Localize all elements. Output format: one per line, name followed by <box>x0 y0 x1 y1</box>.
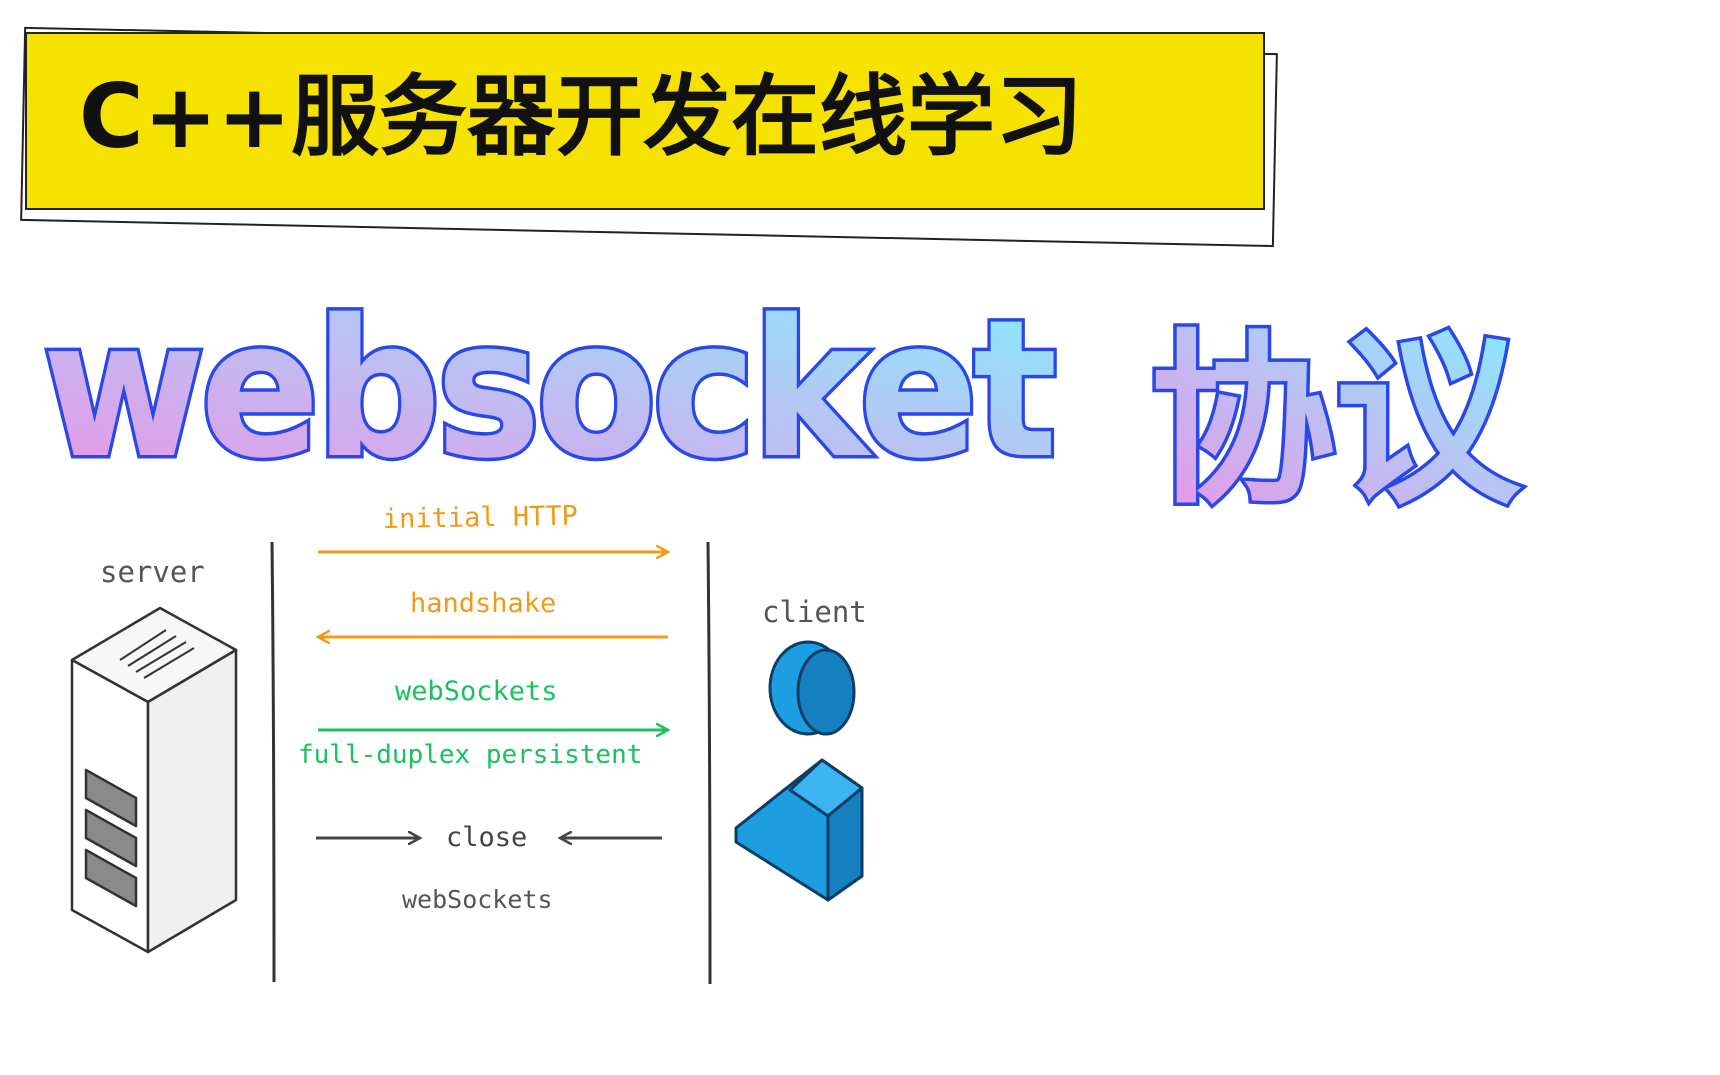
banner-title: C++服务器开发在线学习 <box>79 65 1084 168</box>
headline: websocket 协议 <box>39 276 1526 533</box>
message-label: close <box>446 822 527 853</box>
user-person-icon <box>734 640 864 902</box>
message-label: handshake <box>410 588 556 619</box>
message-label: webSockets <box>395 676 558 707</box>
server-label: server <box>100 555 205 589</box>
server-lifeline <box>270 541 276 983</box>
client-lifeline <box>706 541 712 985</box>
client-label: client <box>762 595 867 629</box>
diagram-footer-label: webSockets <box>402 885 553 914</box>
websocket-diagram: server client <box>70 501 867 985</box>
message-label: initial HTTP <box>383 501 579 535</box>
server-rack-icon <box>70 606 238 954</box>
message-label: full-duplex persistent <box>298 740 642 770</box>
title-banner: C++服务器开发在线学习 <box>25 32 1265 210</box>
headline-latin: websocket <box>42 279 1054 500</box>
headline-cjk: 协议 <box>1150 313 1522 529</box>
